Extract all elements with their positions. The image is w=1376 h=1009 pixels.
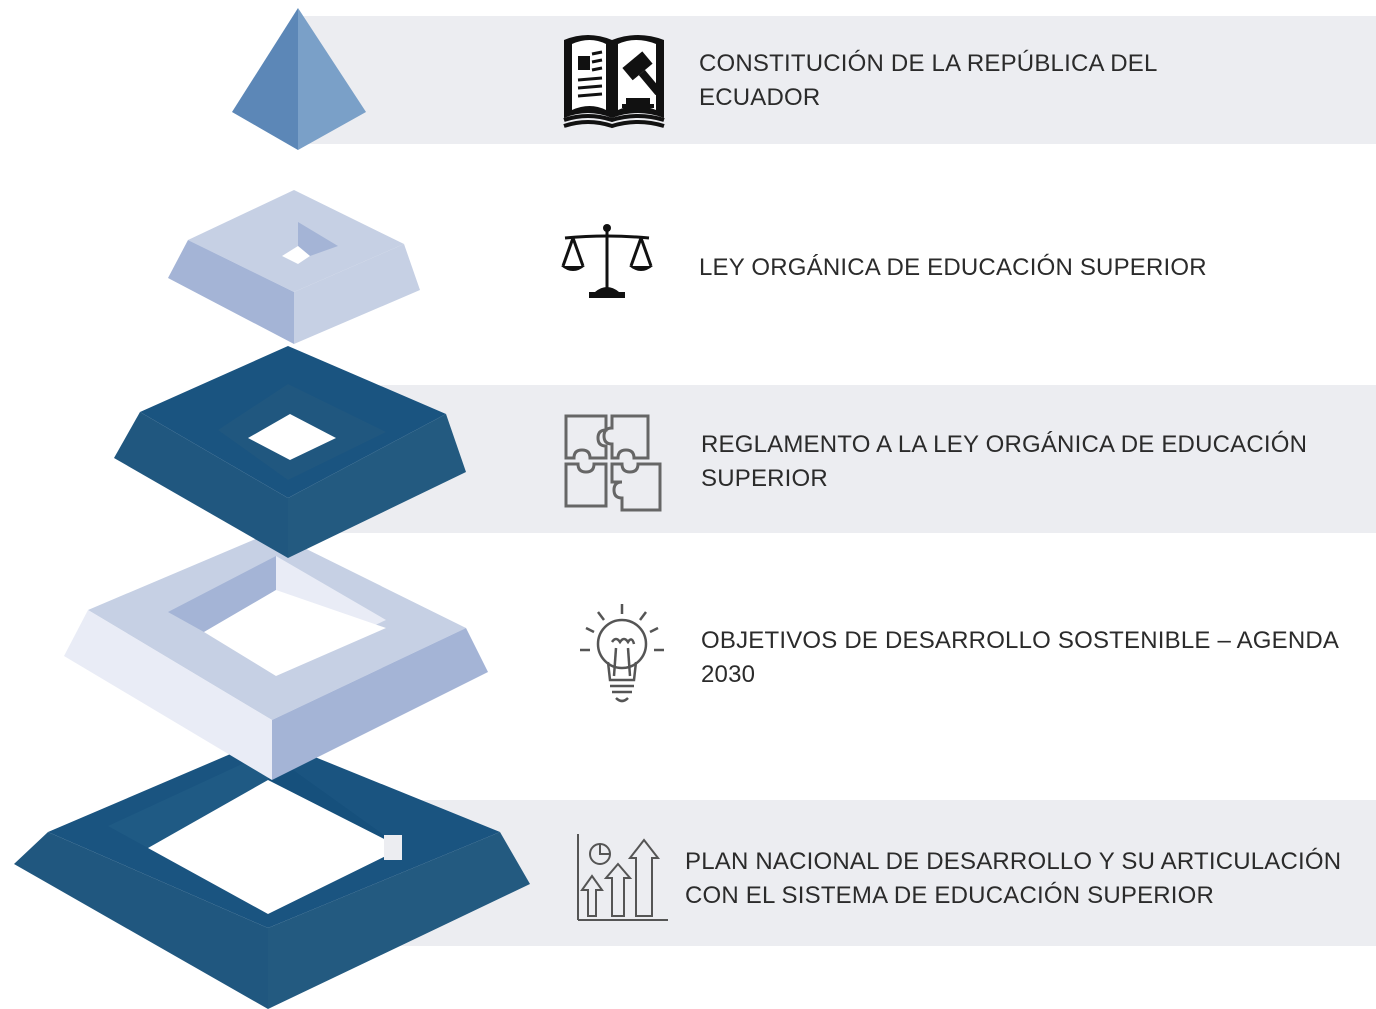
level-4-label: OBJETIVOS DE DESARROLLO SOSTENIBLE – AGE… — [701, 627, 1338, 688]
level-3-label: REGLAMENTO A LA LEY ORGÁNICA DE EDUCACIÓ… — [701, 431, 1308, 492]
level-1-label: CONSTITUCIÓN DE LA REPÚBLICA DEL ECUADOR — [699, 50, 1157, 111]
constitution-book-gavel-icon — [563, 35, 665, 129]
level-3-band — [300, 385, 1376, 533]
layer-4-hole-right-wall — [276, 556, 386, 632]
tip-left-face — [232, 8, 298, 150]
layer-3-hole — [248, 414, 336, 460]
pyramid-layer-3 — [114, 346, 466, 558]
pyramid-layer-4 — [64, 532, 488, 780]
layer-4-right-face — [272, 628, 488, 780]
level-5-label: PLAN NACIONAL DE DESARROLLO Y SU ARTICUL… — [685, 848, 1342, 909]
pyramid-layer-5 — [14, 738, 530, 1009]
layer-5-hole-edge — [384, 835, 402, 860]
layer-2-hole — [282, 246, 310, 264]
tip-right-face — [298, 8, 366, 150]
layer-5-right-face — [268, 832, 530, 1009]
lightbulb-icon — [580, 604, 664, 703]
layer-5-hole — [148, 780, 402, 914]
growth-chart-icon — [577, 834, 668, 921]
layer-4-left-face — [64, 610, 272, 780]
layer-3-right-face — [288, 414, 466, 558]
layer-4-hole — [204, 590, 386, 676]
level-2-label: LEY ORGÁNICA DE EDUCACIÓN SUPERIOR — [699, 254, 1207, 281]
puzzle-icon — [564, 414, 662, 512]
layer-3-left-face — [114, 412, 288, 558]
layer-2-hole-wall-right — [298, 222, 338, 256]
layer-2-right-face — [294, 244, 420, 344]
justice-scale-icon — [561, 224, 653, 298]
layer-5-left-face — [14, 832, 268, 1009]
level-1-band — [300, 16, 1376, 144]
layer-5-hole-left-wall — [108, 752, 268, 848]
pyramid-layer-2 — [168, 190, 420, 344]
layer-2-left-face — [168, 240, 294, 344]
layer-4-hole-left-wall — [168, 556, 276, 632]
pyramid-layer-1-tip — [232, 8, 366, 150]
layer-5-hole-back-wall — [268, 752, 402, 848]
layer-2-hole-wall-left — [282, 222, 298, 256]
